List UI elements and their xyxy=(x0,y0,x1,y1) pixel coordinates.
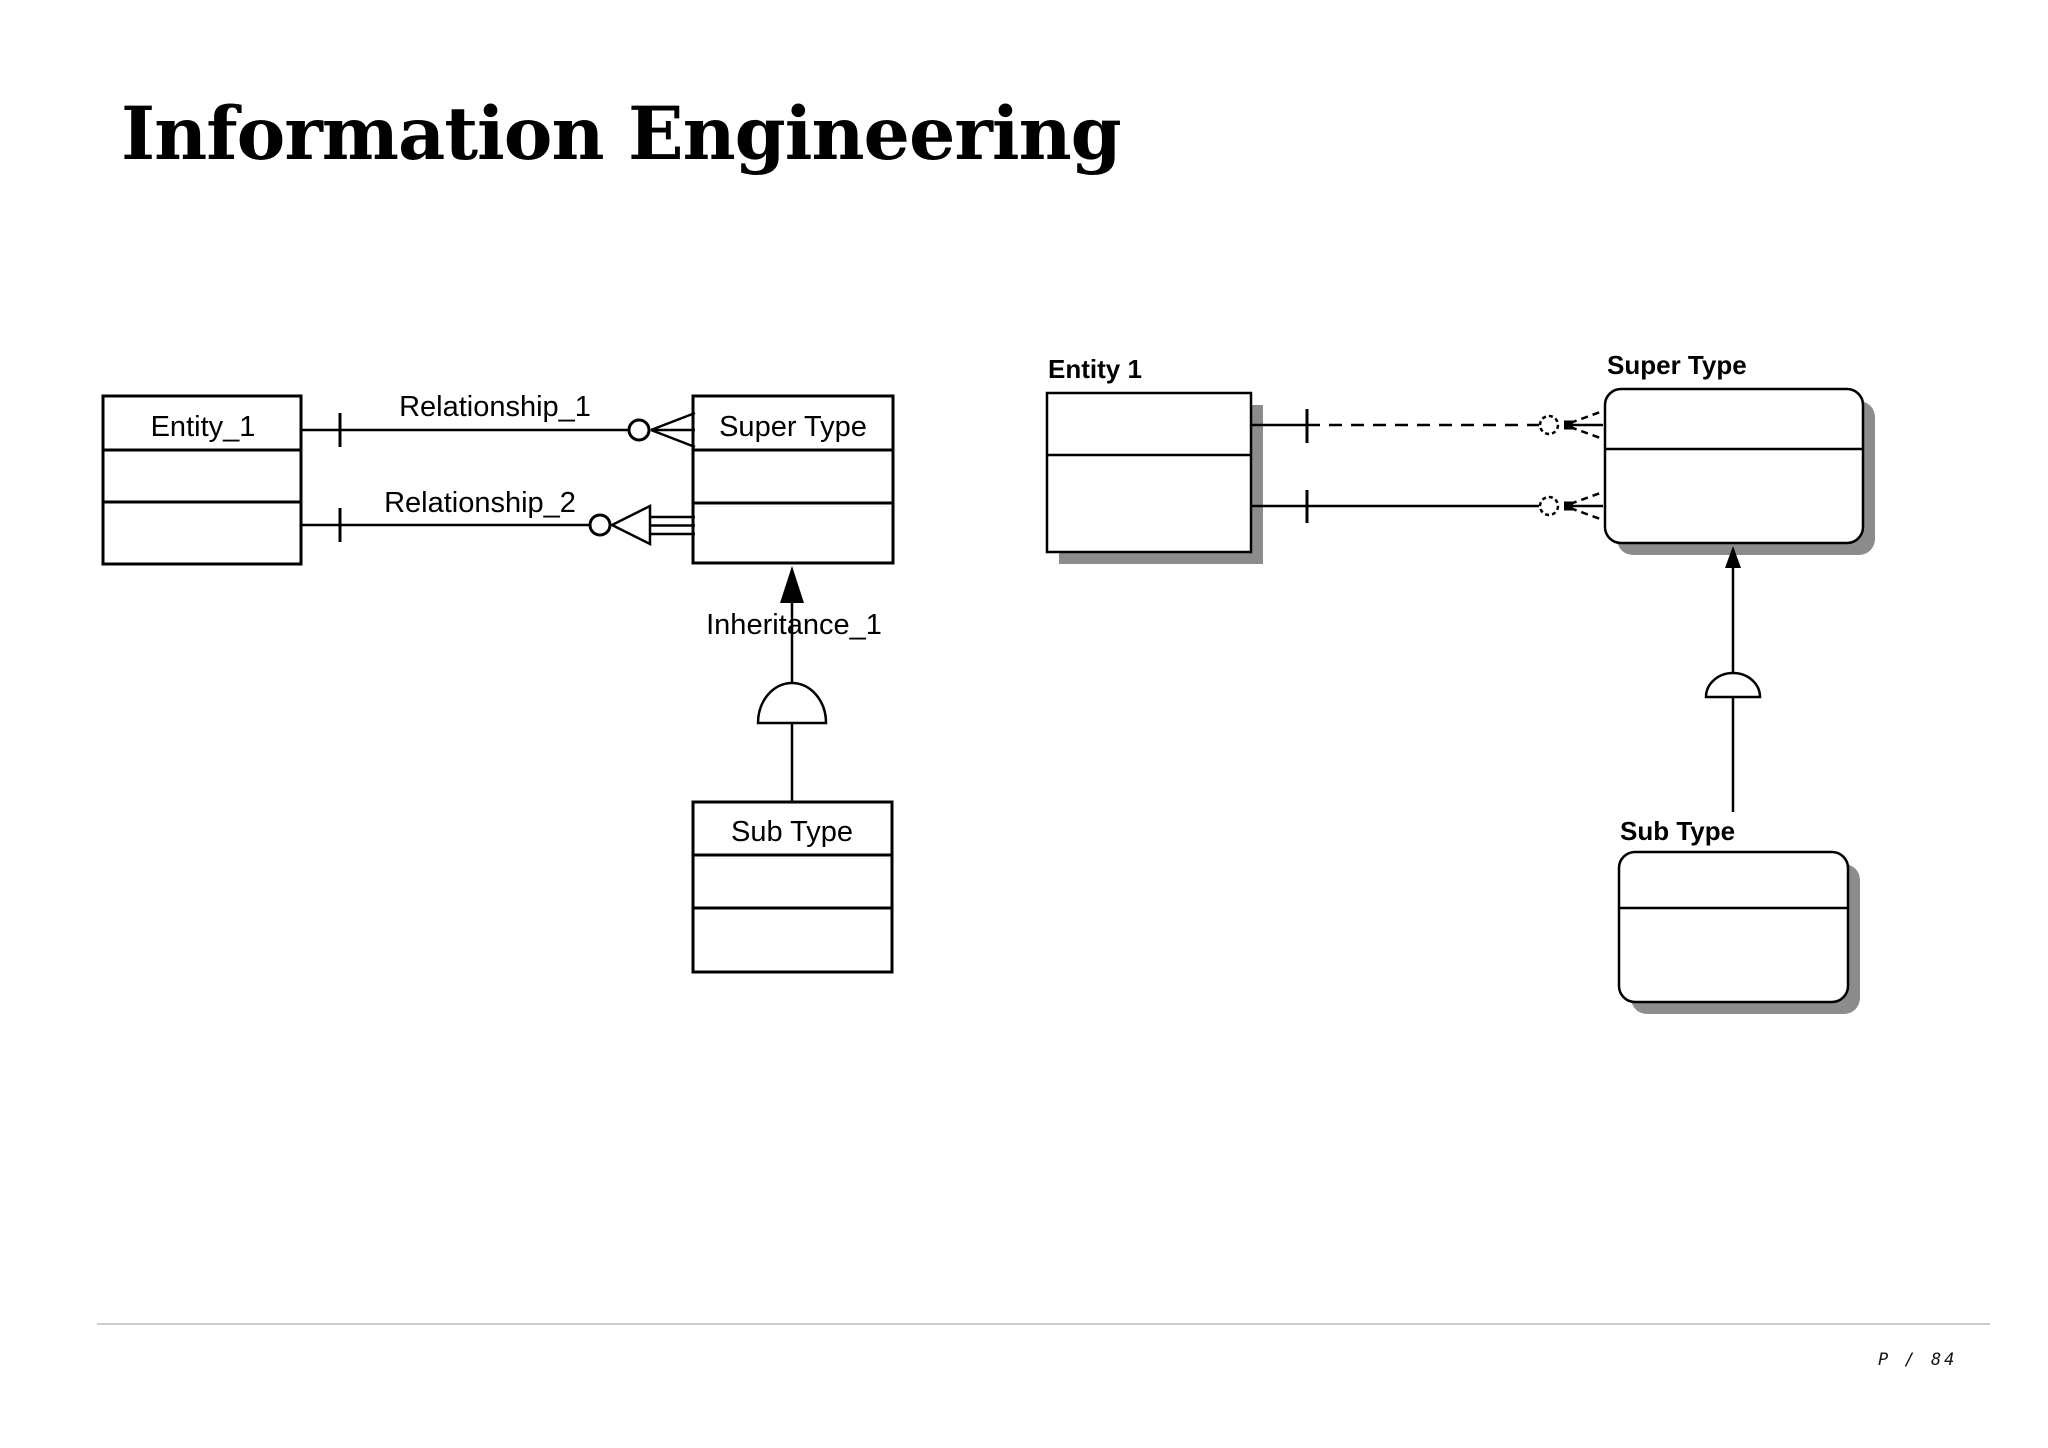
left-subtype-box: Sub Type xyxy=(691,800,894,974)
entity-rect xyxy=(101,394,303,566)
entity-rect xyxy=(691,800,894,974)
left-relationship2-label: Relationship_2 xyxy=(384,487,576,519)
optional-circle-icon xyxy=(1538,414,1560,436)
right-entity1-box: Entity 1 xyxy=(1045,354,1263,564)
right-supertype-label: Super Type xyxy=(1607,350,1747,380)
optional-circle-icon xyxy=(1538,495,1560,517)
entity-rect xyxy=(1603,387,1865,545)
left-relationship2: Relationship_2 xyxy=(302,487,695,547)
left-diagram: Entity_1 Super Type Relationship_1 xyxy=(101,391,895,974)
entity-rect xyxy=(1045,391,1253,554)
triple-bar-icon xyxy=(650,515,695,536)
inheritance-arrow-icon xyxy=(1725,546,1741,568)
left-supertype-label: Super Type xyxy=(719,411,867,443)
inheritance-arrow-icon xyxy=(780,566,804,603)
junction-dot-icon xyxy=(1564,501,1573,511)
left-inheritance-label: Inheritance_1 xyxy=(706,609,882,641)
left-relationship1: Relationship_1 xyxy=(302,391,696,449)
right-relationship-dashed xyxy=(1251,409,1604,443)
crows-foot-icon xyxy=(1569,409,1604,441)
crows-foot-icon xyxy=(1569,490,1604,522)
subtype-dome-icon xyxy=(1704,671,1762,699)
optional-circle-icon xyxy=(588,513,612,537)
page-title: Information Engineering xyxy=(121,91,1122,177)
left-inheritance: Inheritance_1 xyxy=(706,566,882,802)
left-supertype-box: Super Type xyxy=(691,394,895,565)
footer-divider xyxy=(97,1323,1990,1325)
right-subtype-box: Sub Type xyxy=(1617,816,1860,1014)
left-entity1-box: Entity_1 xyxy=(101,394,303,566)
left-subtype-label: Sub Type xyxy=(731,816,853,848)
left-entity1-label: Entity_1 xyxy=(151,411,256,443)
entity-rect xyxy=(1617,850,1850,1004)
crows-foot-icon xyxy=(650,411,696,449)
right-supertype-box: Super Type xyxy=(1603,350,1875,555)
right-relationship-solid xyxy=(1251,490,1604,523)
entity-rect xyxy=(691,394,895,565)
subtype-dome-icon xyxy=(756,681,828,725)
page-number: P / 84 xyxy=(1878,1350,1958,1370)
right-entity1-label: Entity 1 xyxy=(1048,354,1142,384)
junction-dot-icon xyxy=(1564,420,1573,430)
optional-circle-icon xyxy=(627,418,651,442)
supertype-triangle-icon xyxy=(609,503,652,547)
left-relationship1-label: Relationship_1 xyxy=(399,391,591,423)
right-inheritance xyxy=(1704,546,1762,812)
right-subtype-label: Sub Type xyxy=(1620,816,1735,846)
right-diagram: Entity 1 Super Type xyxy=(1045,350,1875,1014)
